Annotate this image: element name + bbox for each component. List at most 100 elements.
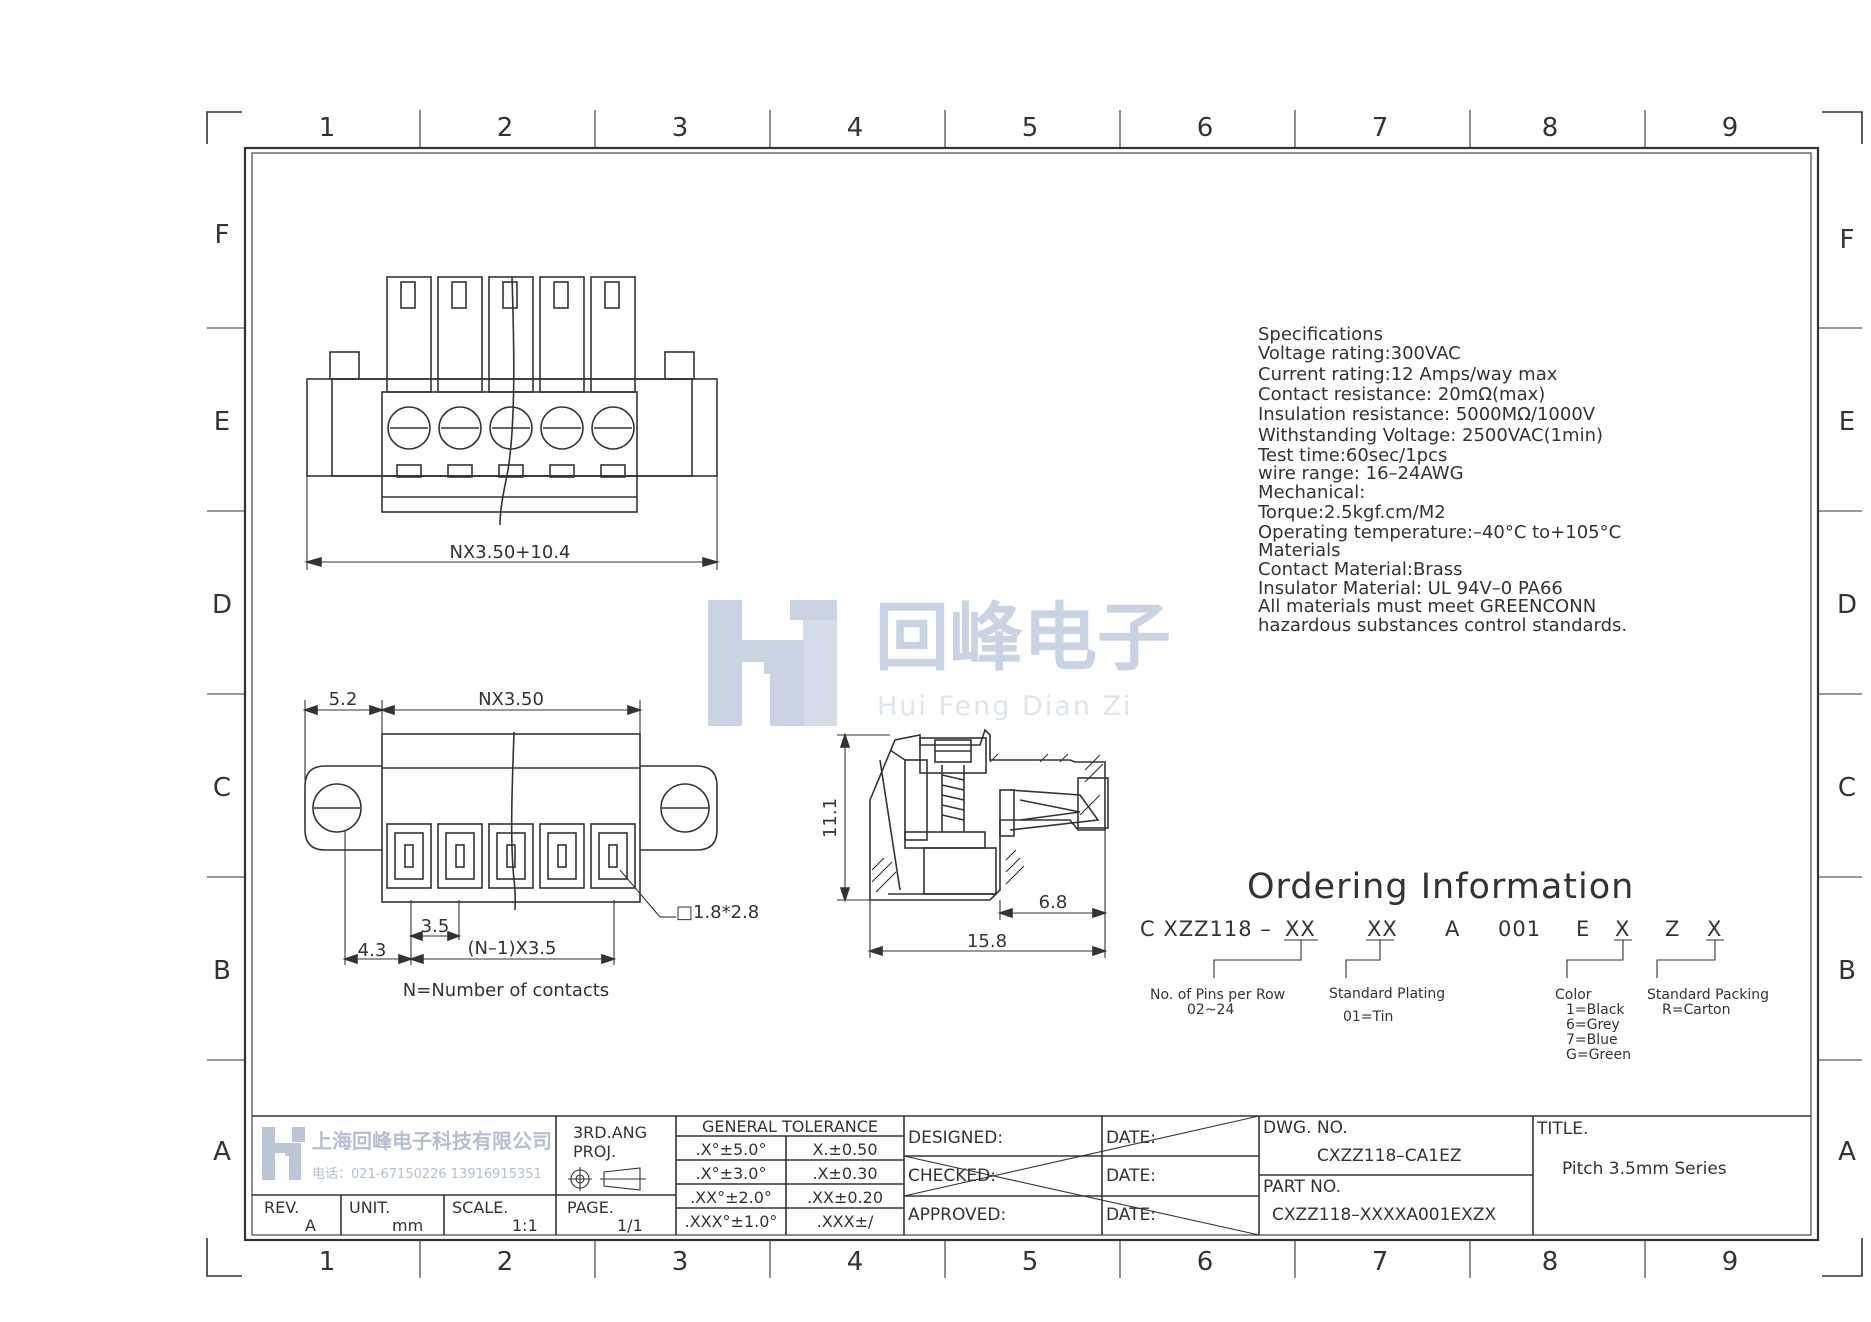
dim-side-long: 15.8	[967, 931, 1007, 952]
ordering-color-value: 6=Grey	[1566, 1017, 1620, 1033]
dim-pitch: 3.5	[421, 916, 450, 937]
scale-value: 1:1	[512, 1216, 538, 1235]
dim-pin-square: □1.8*2.8	[676, 902, 759, 923]
grid-col-5-top: 5	[1022, 113, 1039, 143]
spec-line: Test time:60sec/1pcs	[1257, 445, 1447, 466]
grid-row-f-right: F	[1840, 225, 1855, 255]
grid-col-5-bottom: 5	[1022, 1247, 1039, 1277]
spec-line: Torque:2.5kgf.cm/M2	[1257, 502, 1446, 523]
date-label: DATE:	[1106, 1128, 1156, 1148]
dim-top-pitch-total: NX3.50	[478, 689, 544, 710]
ordering-title: Ordering Information	[1247, 867, 1634, 907]
ordering-color-value: G=Green	[1566, 1047, 1631, 1063]
tolerance-angle: .X°±5.0°	[696, 1140, 767, 1159]
ordering-plating-value: 01=Tin	[1343, 1009, 1393, 1025]
ordering-color-value: 7=Blue	[1566, 1032, 1618, 1048]
spec-line: Materials	[1258, 540, 1341, 561]
ordering-prefix: C XZZ118 –	[1140, 917, 1272, 941]
grid-col-7-bottom: 7	[1372, 1247, 1389, 1277]
page-value: 1/1	[617, 1216, 643, 1235]
grid-col-7-top: 7	[1372, 113, 1389, 143]
projection-symbol-icon	[568, 1167, 646, 1191]
company-logo	[262, 1127, 305, 1180]
tolerance-angle: .X°±3.0°	[696, 1164, 767, 1183]
grid-row-e-right: E	[1839, 407, 1855, 437]
side-section-view	[837, 728, 1109, 958]
dim-side-height: 11.1	[820, 798, 841, 838]
tolerance-linear: .X±0.30	[812, 1164, 877, 1183]
ordering-color-value: 1=Black	[1566, 1002, 1625, 1018]
part-no-value: CXZZ118–XXXXA001EXZX	[1272, 1205, 1496, 1225]
projection-line1: 3RD.ANG	[573, 1123, 647, 1142]
grid-row-d-right: D	[1837, 590, 1857, 620]
grid-col-2-top: 2	[497, 113, 514, 143]
ordering-code-z: Z	[1665, 917, 1680, 941]
grid-col-8-bottom: 8	[1542, 1247, 1559, 1277]
dim-top-left: 5.2	[329, 689, 358, 710]
date-label: DATE:	[1106, 1205, 1156, 1225]
rev-value: A	[305, 1216, 316, 1235]
title-label: TITLE.	[1536, 1119, 1588, 1139]
ordering-packing-label: Standard Packing	[1647, 987, 1769, 1003]
spec-line: Insulator Material: UL 94V–0 PA66	[1258, 578, 1563, 599]
watermark-cn: 回峰电子	[875, 595, 1171, 681]
spec-line: Contact Material:Brass	[1258, 559, 1462, 580]
spec-line: Voltage rating:300VAC	[1258, 343, 1461, 364]
dwg-no-label: DWG. NO.	[1263, 1118, 1348, 1138]
grid-row-d-left: D	[212, 590, 232, 620]
projection-line2: PROJ.	[573, 1142, 616, 1161]
grid-col-3-bottom: 3	[672, 1247, 689, 1277]
specifications-block: Specifications Voltage rating:300VAC Cur…	[1257, 324, 1627, 636]
grid-col-9-bottom: 9	[1722, 1247, 1739, 1277]
company-phone: 电话：021-67150226 13916915351	[312, 1167, 542, 1182]
ordering-color-code: X	[1615, 917, 1630, 941]
ordering-color-label: Color	[1555, 987, 1592, 1003]
grid-col-1-top: 1	[319, 113, 336, 143]
spec-line: Contact resistance: 20mΩ(max)	[1258, 384, 1545, 405]
unit-value: mm	[392, 1216, 423, 1235]
grid-col-1-bottom: 1	[319, 1247, 336, 1277]
grid-col-8-top: 8	[1542, 113, 1559, 143]
title-value: Pitch 3.5mm Series	[1562, 1159, 1727, 1179]
spec-line: hazardous substances control standards.	[1258, 615, 1627, 636]
top-view	[302, 700, 718, 965]
unit-label: UNIT.	[349, 1198, 390, 1217]
grid-row-e-left: E	[214, 407, 230, 437]
tolerance-title: GENERAL TOLERANCE	[702, 1117, 878, 1136]
ordering-pins-label: No. of Pins per Row	[1150, 987, 1285, 1003]
dim-front-overall: NX3.50+10.4	[449, 542, 570, 563]
page-label: PAGE.	[567, 1198, 614, 1217]
ordering-information: Ordering Information C XZZ118 – XX XX A …	[1140, 867, 1769, 1063]
watermark-pinyin: Hui Feng Dian Zi	[877, 691, 1133, 722]
title-block: 上海回峰电子科技有限公司 电话：021-67150226 13916915351…	[252, 1115, 1811, 1236]
grid-col-6-top: 6	[1197, 113, 1214, 143]
tolerance-linear: X.±0.50	[812, 1140, 877, 1159]
spec-line: Withstanding Voltage: 2500VAC(1min)	[1258, 425, 1603, 446]
grid-ticks	[207, 110, 1862, 1278]
tolerance-linear: .XXX±/	[817, 1212, 874, 1231]
grid-col-6-bottom: 6	[1197, 1247, 1214, 1277]
part-no-label: PART NO.	[1263, 1177, 1341, 1197]
approved-label: APPROVED:	[908, 1205, 1006, 1225]
ordering-code-e: E	[1576, 917, 1590, 941]
grid-row-a-left: A	[213, 1137, 231, 1167]
tolerance-angle: .XX°±2.0°	[690, 1188, 772, 1207]
grid-col-9-top: 9	[1722, 113, 1739, 143]
rev-label: REV.	[264, 1198, 299, 1217]
spec-line: Insulation resistance: 5000MΩ/1000V	[1258, 404, 1596, 425]
ordering-pins-range: 02~24	[1187, 1002, 1234, 1018]
dim-side-short: 6.8	[1039, 892, 1068, 913]
ordering-plating-code: XX	[1367, 917, 1398, 941]
grid-col-4-bottom: 4	[847, 1247, 864, 1277]
spec-line: All materials must meet GREENCONN	[1258, 596, 1596, 617]
designed-label: DESIGNED:	[908, 1128, 1003, 1148]
dim-offset: 4.3	[358, 940, 387, 961]
ordering-pins-code: XX	[1285, 917, 1316, 941]
ordering-packing-code: X	[1707, 917, 1722, 941]
grid-row-c-left: C	[213, 773, 231, 803]
grid-row-a-right: A	[1838, 1137, 1856, 1167]
tolerance-angle: .XXX°±1.0°	[685, 1212, 778, 1231]
watermark: 回峰电子 Hui Feng Dian Zi	[708, 595, 1171, 726]
spec-line: Operating temperature:–40°C to+105°C	[1258, 522, 1621, 543]
